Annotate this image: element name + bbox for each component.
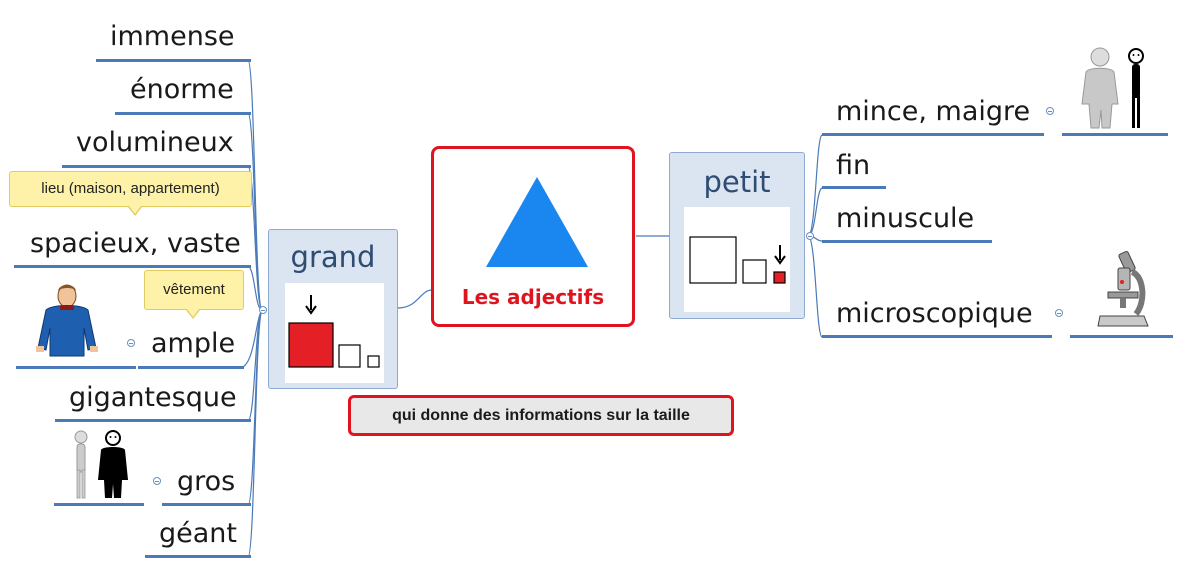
underline (96, 59, 251, 62)
leaf-immense[interactable]: immense (110, 21, 235, 52)
leaf-geant[interactable]: géant (159, 518, 237, 549)
topic-petit[interactable]: petit (669, 152, 805, 319)
leaf-volumineux[interactable]: volumineux (76, 127, 234, 158)
note-spacieux: lieu (maison, appartement) (9, 171, 252, 207)
callout-tail (186, 309, 200, 319)
leaf-gros[interactable]: gros (177, 466, 236, 497)
leaf-gigantesque[interactable]: gigantesque (69, 382, 237, 413)
size-icon-petit (684, 207, 790, 312)
callout-tail (128, 206, 142, 216)
underline (138, 366, 244, 369)
topic-grand[interactable]: grand (268, 229, 398, 389)
underline (822, 133, 1044, 136)
fat-thin-figures-icon (1081, 47, 1144, 129)
leaf-spacieux[interactable]: spacieux, vaste (30, 228, 241, 259)
collapse-toggle[interactable] (127, 339, 135, 347)
note-ample: vêtement (144, 270, 244, 310)
central-topic[interactable]: Les adjectifs (431, 146, 635, 327)
thin-fat-figures-icon (74, 430, 128, 499)
underline (162, 503, 251, 506)
size-icon-grand (285, 283, 384, 383)
underline (14, 265, 251, 268)
leaf-ample[interactable]: ample (151, 328, 236, 359)
leaf-enorme[interactable]: énorme (130, 74, 234, 105)
central-title: Les adjectifs (461, 285, 605, 309)
leaf-mince-maigre[interactable]: mince, maigre (836, 96, 1031, 127)
underline (1070, 335, 1173, 338)
collapse-toggle[interactable] (1055, 309, 1063, 317)
collapse-toggle[interactable] (259, 306, 267, 314)
underline (1062, 133, 1168, 136)
squares-small-icon (689, 236, 786, 284)
underline (55, 419, 251, 422)
underline (822, 335, 1052, 338)
person-sweater-icon (36, 284, 98, 357)
collapse-toggle[interactable] (806, 232, 814, 240)
definition-box[interactable]: qui donne des informations sur la taille (348, 395, 734, 436)
underline (115, 112, 251, 115)
underline (822, 240, 992, 243)
underline (16, 366, 136, 369)
underline (145, 555, 251, 558)
collapse-toggle[interactable] (153, 477, 161, 485)
microscope-icon (1097, 250, 1149, 327)
leaf-fin[interactable]: fin (836, 150, 871, 181)
topic-petit-label: petit (703, 165, 771, 199)
leaf-minuscule[interactable]: minuscule (836, 203, 975, 234)
blue-triangle-icon (486, 177, 588, 267)
underline (822, 186, 886, 189)
underline (62, 165, 251, 168)
topic-grand-label: grand (290, 240, 376, 274)
leaf-microscopique[interactable]: microscopique (836, 298, 1033, 329)
squares-large-icon (288, 295, 380, 368)
underline (54, 503, 144, 506)
collapse-toggle[interactable] (1046, 107, 1054, 115)
